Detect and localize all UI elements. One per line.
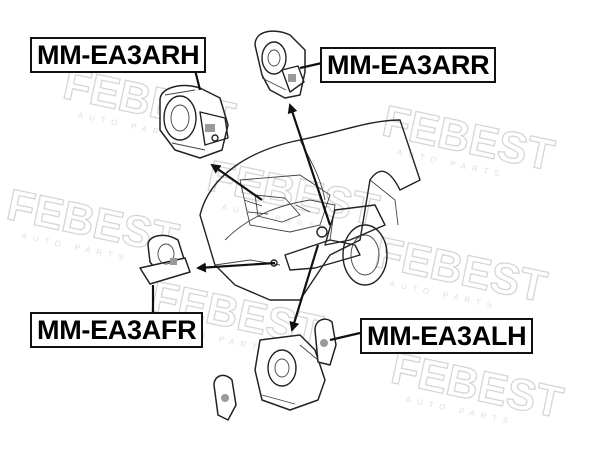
arrow-to-rr [287, 103, 332, 226]
connector-rr [299, 61, 323, 70]
part-fr-illustration [139, 234, 191, 285]
engine-bay-drawing [199, 119, 421, 301]
part-label-rh: MM-EA3ARH [30, 37, 207, 73]
connector-lh [329, 331, 361, 342]
part-label-lh: MM-EA3ALH [360, 318, 534, 354]
part-label-rr: MM-EA3ARR [320, 47, 497, 83]
arrow-to-rh [210, 163, 263, 201]
leader-lines [151, 61, 361, 342]
part-rh-illustration [159, 84, 229, 159]
arrow-to-lh [289, 244, 320, 332]
arrow-to-fr [196, 261, 276, 273]
part-lh-illustration [213, 318, 337, 421]
part-rr-illustration [254, 30, 306, 99]
part-label-fr: MM-EA3AFR [30, 312, 204, 348]
connector-rh [193, 69, 202, 91]
